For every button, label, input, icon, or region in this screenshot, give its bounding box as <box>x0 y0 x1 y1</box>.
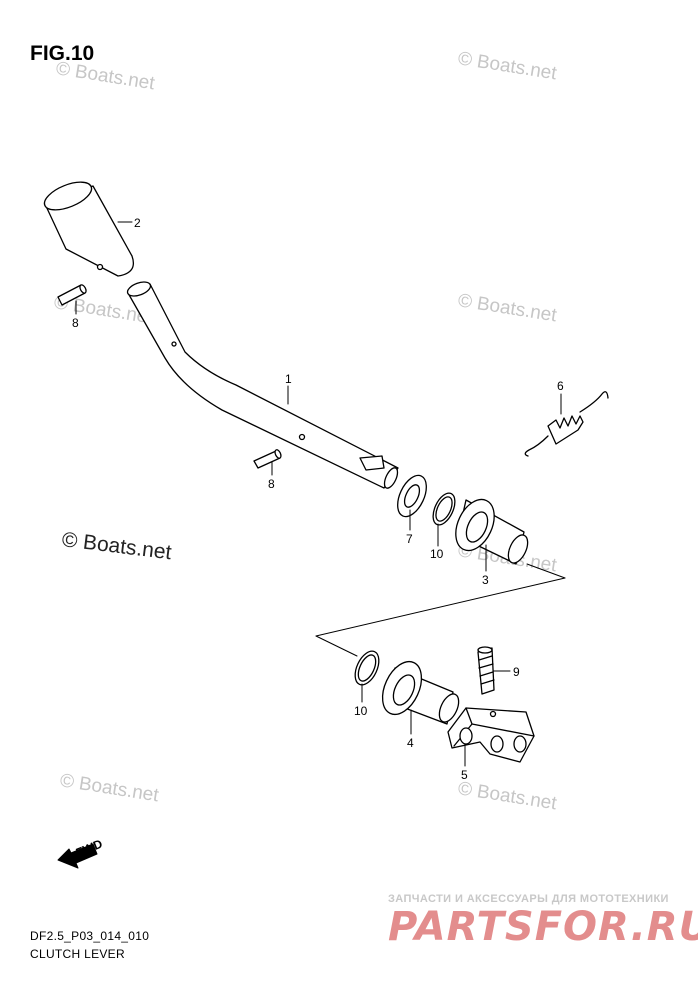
part-8-pin-lower <box>253 449 282 469</box>
part-7-washer <box>397 474 427 518</box>
fwd-arrow-icon: FWD <box>57 836 105 869</box>
part-10-ring-upper <box>432 492 456 526</box>
callout-8-upper: 8 <box>72 316 79 330</box>
diagram-part-name: CLUTCH LEVER <box>30 947 125 961</box>
callout-9: 9 <box>513 665 520 679</box>
part-1-lever-shaft <box>126 281 399 489</box>
callout-5: 5 <box>461 768 468 782</box>
callout-10-lower: 10 <box>354 704 368 718</box>
part-6-spring <box>524 391 609 457</box>
store-tagline: ЗАПЧАСТИ И АКСЕССУАРЫ ДЛЯ МОТОТЕХНИКИ <box>388 893 669 905</box>
diagram-part-code: DF2.5_P03_014_010 <box>30 929 150 943</box>
callout-7: 7 <box>406 532 413 546</box>
leader-lines <box>75 221 566 767</box>
callout-4: 4 <box>407 736 414 750</box>
figure-title: FIG.10 <box>30 42 95 65</box>
callout-3: 3 <box>482 573 489 587</box>
part-10-ring-lower <box>354 650 380 686</box>
callout-2: 2 <box>134 216 141 230</box>
callout-8-lower: 8 <box>268 477 275 491</box>
part-9-spring-pin <box>477 646 495 695</box>
callout-6: 6 <box>557 379 564 393</box>
part-2-grip <box>43 181 135 277</box>
part-5-bracket <box>447 707 535 763</box>
part-8-pin-upper <box>57 284 87 306</box>
part-3-bushing <box>455 498 529 565</box>
store-logo: PARTSFOR.RU <box>388 904 698 950</box>
part-4-bushing <box>381 660 460 725</box>
callout-10-upper: 10 <box>430 547 444 561</box>
callout-1: 1 <box>285 372 292 386</box>
